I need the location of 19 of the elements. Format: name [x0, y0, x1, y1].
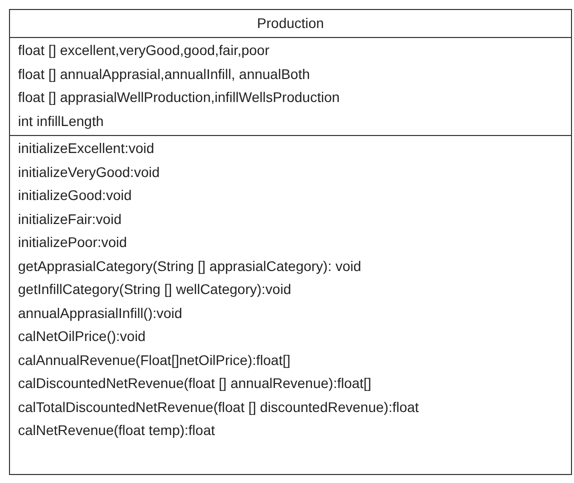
- member-line: calTotalDiscountedNetRevenue(float [] discountedRevenue):float: [18, 398, 419, 417]
- member-line: initializeGood:void: [18, 186, 132, 205]
- member-line: int infillLength: [18, 112, 104, 131]
- member-line: initializeVeryGood:void: [18, 162, 160, 182]
- member-line: calNetRevenue(float temp):float: [18, 421, 215, 440]
- member-line: annualApprasialInfill():void: [18, 304, 182, 323]
- class-name: Production: [257, 14, 324, 33]
- member-line: calDiscountedNetRevenue(float [] annualRevenue):float[]: [18, 374, 372, 393]
- member-line: calNetOilPrice():void: [18, 327, 146, 346]
- class-box: [9, 9, 572, 475]
- member-line: getApprasialCategory(String [] apprasialCategory): void: [18, 256, 362, 276]
- member-line: initializePoor:void: [18, 233, 127, 252]
- member-line: float [] annualApprasial,annualInfill, annualBoth: [18, 64, 310, 84]
- member-line: float [] excellent,veryGood,good,fair,poor: [18, 41, 270, 60]
- member-line: calAnnualRevenue(Float[]netOilPrice):float[]: [18, 350, 290, 370]
- member-line: initializeExcellent:void: [18, 139, 154, 158]
- member-line: getInfillCategory(String [] wellCategory):void: [18, 280, 292, 299]
- member-line: float [] apprasialWellProduction,infillWellsProduction: [18, 88, 340, 107]
- member-line: initializeFair:void: [18, 210, 122, 228]
